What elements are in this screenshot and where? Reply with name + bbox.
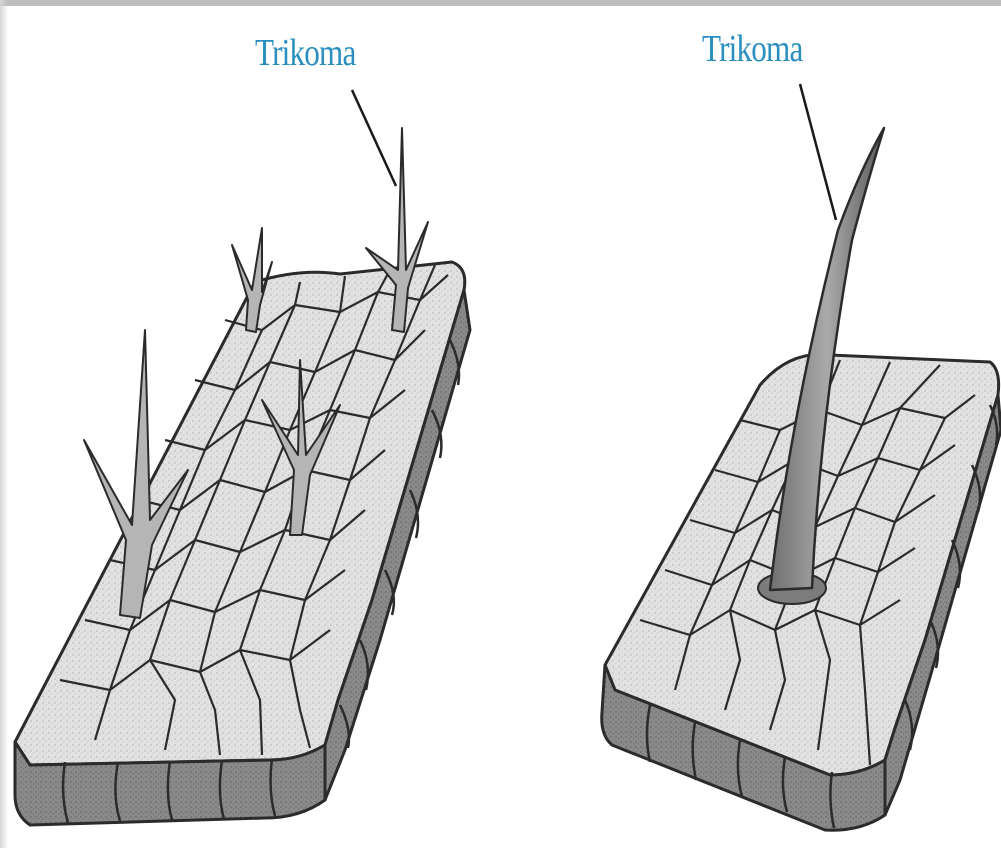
leader-line-right [800,84,836,220]
leader-line-left [352,90,396,186]
trichome-label-left: Trikoma [255,34,355,72]
trichome-label-right: Trikoma [702,30,802,68]
left-epidermis-block [15,262,470,825]
